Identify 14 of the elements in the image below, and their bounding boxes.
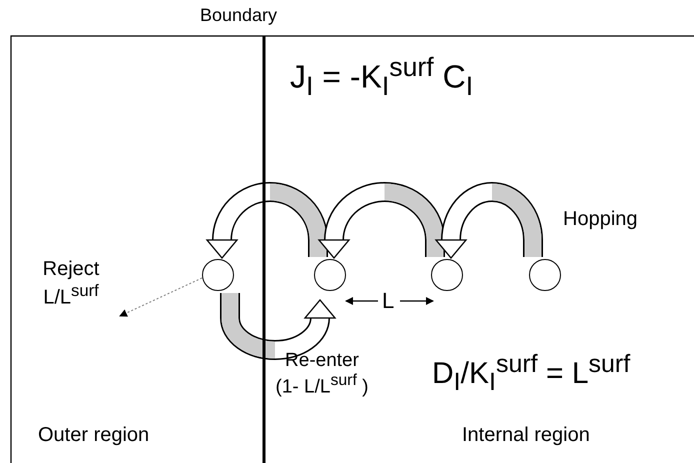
flux-equation: J$_{I}$ = -K$_{I}$$^{surf}$ C$_{I}$ [290, 52, 474, 102]
particle-circle [202, 259, 234, 291]
arrow [119, 278, 202, 317]
region-label: Internal region [462, 424, 590, 447]
dimension-label: L [382, 288, 394, 314]
hopping-label: Hopping [563, 208, 638, 231]
particle-circle [431, 259, 463, 291]
length-equation: D$_{I}$/K$_{I}$$^{surf}$ = L$^{surf}$ [432, 350, 630, 397]
particle-circle [529, 259, 561, 291]
region-label: Outer region [38, 424, 150, 447]
boundary-label: Boundary [200, 5, 278, 26]
particle-circle [314, 259, 346, 291]
edge-label: Reject L/L$^{surf}$ [42, 258, 100, 310]
edge-label: Re-enter (1- L/L$^{surf}$ ) [274, 350, 370, 398]
